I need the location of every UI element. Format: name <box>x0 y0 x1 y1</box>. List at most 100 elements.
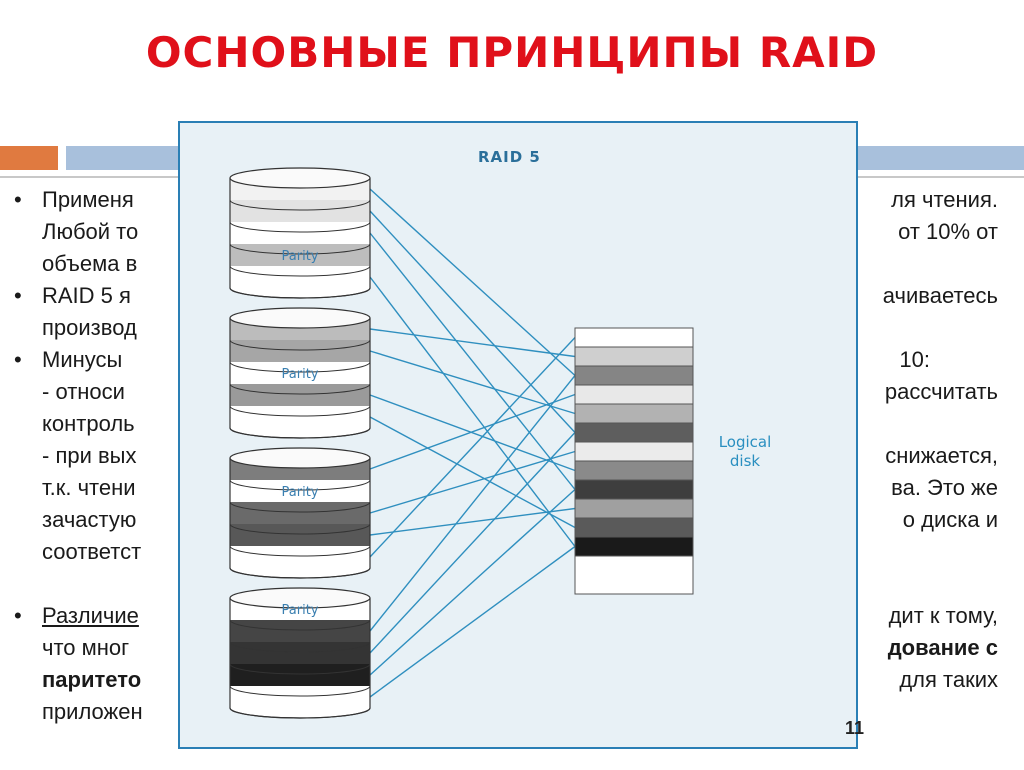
connection-line <box>369 450 576 514</box>
disk-stripe-edge <box>229 221 371 233</box>
disk-stripe <box>230 664 370 686</box>
disk-stripe <box>230 222 370 244</box>
bullet-2: • <box>14 283 22 308</box>
diagram-title: RAID 5 <box>478 148 541 166</box>
text-line-left: - относи <box>42 379 125 404</box>
decor-bar-orange <box>0 146 58 170</box>
disk-stripe <box>230 620 370 642</box>
logical-stripe <box>574 441 694 462</box>
disk-stripe-edge <box>229 479 371 491</box>
decor-bar-blue-left <box>66 146 178 170</box>
text-line-right: ва. Это же <box>891 475 998 500</box>
parity-label: Parity <box>282 603 319 618</box>
disk-top <box>229 307 371 329</box>
text-line-right: дит к тому, <box>888 603 998 628</box>
disk-cylinder: Parity <box>229 447 371 579</box>
text-line-left: - при вых <box>42 443 137 468</box>
logical-stripe <box>574 346 694 367</box>
connection-line <box>369 276 576 547</box>
page-number: 11 <box>845 718 865 738</box>
logical-stripe <box>574 479 694 500</box>
disk-stripe-edge <box>229 405 371 417</box>
disk-stripe <box>230 244 370 266</box>
disk-bottom-edge <box>229 287 371 299</box>
bullet-1: • <box>14 187 22 212</box>
disk-stripe <box>230 362 370 384</box>
disk-stripe-edge <box>229 339 371 351</box>
logical-stripe <box>574 536 694 557</box>
text-line-right: ля чтения. <box>891 187 998 212</box>
logical-stripe <box>574 403 694 424</box>
connection-line <box>369 394 576 472</box>
text-line-left: Любой то <box>42 219 139 244</box>
disk-stripe-edge <box>229 619 371 631</box>
slide-title: ОСНОВНЫЕ ПРИНЦИПЫ RAID <box>145 28 879 77</box>
logical-stripe <box>574 384 694 405</box>
logical-stripe <box>574 498 694 519</box>
disk-stripe-edge <box>229 641 371 653</box>
disk-stripe <box>230 642 370 664</box>
connection-line <box>369 507 576 536</box>
disk-stripe <box>230 546 370 568</box>
disk-stripe <box>230 384 370 406</box>
text-line-right: снижается, <box>885 443 998 468</box>
text-line-right: от 10% от <box>898 219 998 244</box>
disk-bottom-edge <box>229 567 371 579</box>
connection-line <box>369 432 576 654</box>
parity-label: Parity <box>282 367 319 382</box>
text-line-left: приложен <box>42 699 143 724</box>
text-line-left: RAID 5 я <box>42 283 131 308</box>
text-line-left: Применя <box>42 187 134 212</box>
disk-cylinder: Parity <box>229 587 371 719</box>
logical-stripe <box>574 365 694 386</box>
disk-stripe-edge <box>229 501 371 513</box>
logical-stripe <box>574 422 694 443</box>
parity-label: Parity <box>282 485 319 500</box>
disk-stripe <box>230 266 370 288</box>
disk-stripe <box>230 340 370 362</box>
text-line-right: для таких <box>899 667 998 692</box>
connection-line <box>369 350 576 415</box>
logical-disk-label: Logical <box>719 433 772 451</box>
disk-stripe-edge <box>229 523 371 535</box>
logical-disk-label: disk <box>730 452 761 470</box>
text-line-right: рассчитать <box>884 379 998 404</box>
disk-cylinder: Parity <box>229 307 371 439</box>
connection-line <box>369 416 576 529</box>
disk-stripe-edge <box>229 243 371 255</box>
text-line-left: соответст <box>42 539 142 564</box>
text-line-left: Различие <box>42 603 139 628</box>
connection-line <box>369 375 576 632</box>
text-line-left: что мног <box>42 635 130 660</box>
disk-stripe-edge <box>229 265 371 277</box>
disk-stripe-edge <box>229 199 371 211</box>
disk-stripe-edge <box>229 663 371 675</box>
disk-stripe <box>230 480 370 502</box>
disk-bottom-edge <box>229 427 371 439</box>
disk-stripe <box>230 524 370 546</box>
disk-stripe <box>230 200 370 222</box>
disk-stripe <box>230 686 370 708</box>
text-line-left: зачастую <box>42 507 137 532</box>
connection-line <box>369 188 576 377</box>
disk-stripe <box>230 502 370 524</box>
connection-line <box>369 210 576 433</box>
decor-bar-blue-right <box>858 146 1024 170</box>
connection-line <box>369 488 576 676</box>
disk-top <box>229 587 371 609</box>
connection-line <box>369 337 576 558</box>
text-line-right: ачиваетесь <box>882 283 998 308</box>
slide-body: • • • • Применя ля чтения. Любой то от 1… <box>0 180 1024 770</box>
parity-label: Parity <box>282 249 319 264</box>
connection-line <box>369 328 576 358</box>
disk-stripe <box>230 406 370 428</box>
disk-stripe-edge <box>229 545 371 557</box>
disk-stripe-edge <box>229 685 371 697</box>
bullet-3: • <box>14 347 22 372</box>
logical-stripe <box>574 327 694 348</box>
text-line-right: дование с <box>887 635 998 660</box>
text-line-left: Минусы <box>42 347 123 372</box>
